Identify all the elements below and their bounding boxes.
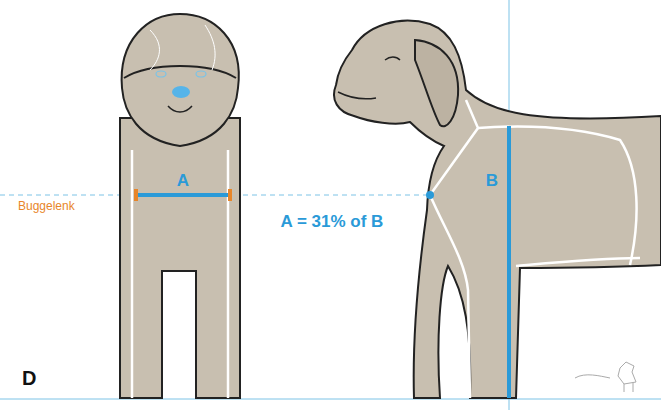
ground-line [0,399,661,400]
dimension-label: A [177,172,189,189]
dimension-label: B [486,172,498,189]
view-letter: D [22,368,36,388]
front-dog [120,14,240,398]
ratio-label: A = 31% of B [281,213,384,230]
signature-icon [575,362,636,392]
side-dog [334,21,661,398]
joint-label: Buggelenk [18,200,75,212]
vertical-guide [509,0,510,410]
